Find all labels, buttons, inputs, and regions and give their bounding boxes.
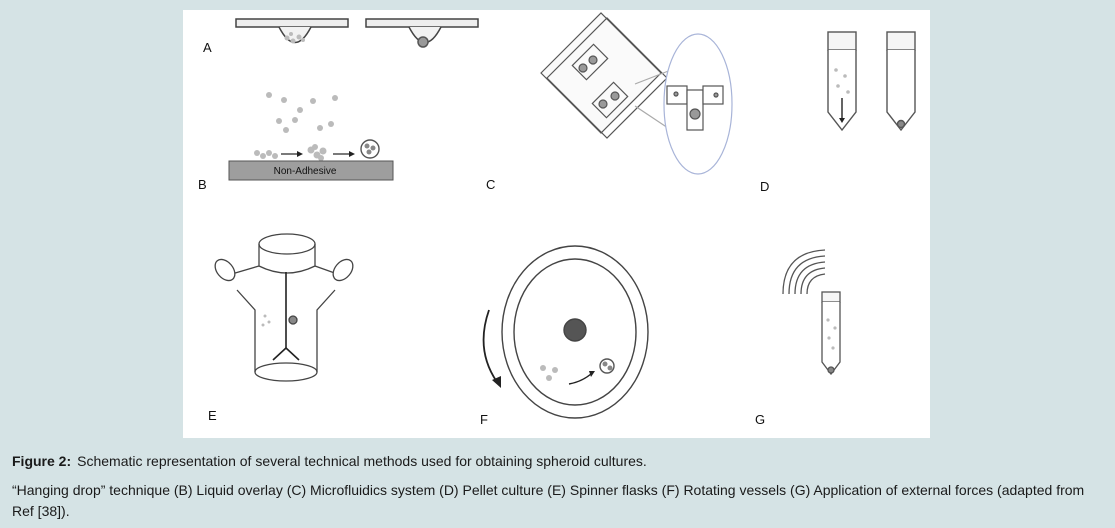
microfluidics-illustration	[540, 12, 733, 175]
figure-caption-title-text: Schematic representation of several tech…	[77, 453, 647, 469]
rotating-vessel-illustration	[482, 245, 649, 419]
figure-caption-title: Figure 2: Schematic representation of sev…	[12, 453, 647, 469]
pellet-culture-illustration	[827, 31, 916, 132]
schematic-drawing: Non-Adhesive	[214, 12, 916, 419]
panel-label-b: B	[198, 177, 207, 192]
panel-label-f: F	[480, 412, 488, 427]
figure-caption-label: Figure 2:	[12, 453, 72, 469]
panel-label-e: E	[208, 408, 217, 423]
non-adhesive-label: Non-Adhesive	[274, 166, 337, 177]
external-forces-illustration	[782, 249, 841, 376]
panel-label-d: D	[760, 179, 770, 194]
panel-label-g: G	[755, 412, 766, 427]
panel-label-a: A	[203, 40, 212, 55]
liquid-overlay-illustration: Non-Adhesive	[228, 92, 394, 181]
hanging-drop-illustration	[235, 18, 479, 48]
figure-caption-body: “Hanging drop” technique (B) Liquid over…	[12, 482, 1085, 519]
figure-image: Non-Adhesive	[183, 10, 930, 438]
spinner-flask-illustration	[214, 233, 354, 382]
panel-label-c: C	[486, 177, 496, 192]
